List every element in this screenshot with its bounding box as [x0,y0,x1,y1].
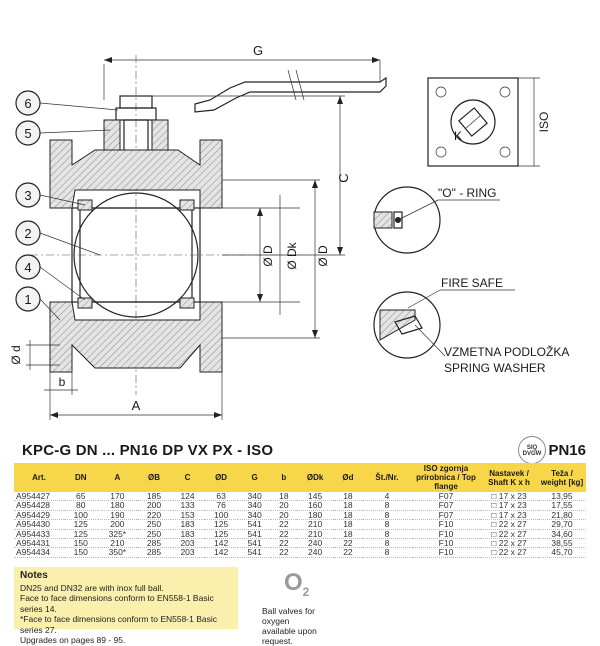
note-line: Face to face dimensions conform to EN558… [20,593,214,614]
callout-4: 4 [15,254,86,301]
oxygen-note: O2 Ball valves for oxygen available upon… [262,569,342,646]
dim-d-label: Ø D [316,245,330,267]
table-title-row: KPC-G DN ... PN16 DP VX PX - ISO SIQ DVG… [14,436,586,464]
spring-washer-label-2: SPRING WASHER [444,361,546,375]
notes-box: Notes DN25 and DN32 are with inox full b… [14,567,238,645]
iso-flange-detail: K ISO [427,77,551,167]
svg-text:1: 1 [24,292,31,307]
pressure-class-label: PN16 [548,442,586,459]
spec-table: Art. DN A ØB C ØD G b ØDk Ød Št./Nr. ISO… [14,463,586,558]
col-dk: ØDk [296,463,334,492]
technical-drawing: G 6 5 3 [9,43,569,420]
col-iso: ISO zgornja prirobnica / Top flange [412,463,480,492]
note-line: Upgrades on pages 89 - 95. [20,635,126,645]
oxygen-text: Ball valves for oxygen available upon re… [262,605,317,646]
col-count: Št./Nr. [361,463,412,492]
oring-label: "O" - RING [438,186,497,200]
dimension-g: G [103,43,381,100]
dimension-c: C [150,95,351,256]
dim-iso-label: ISO [537,112,551,133]
callout-6: 6 [15,90,119,116]
col-a: A [97,463,138,492]
dim-d-inner-label: Ø D [261,245,275,267]
svg-text:4: 4 [24,260,31,275]
dim-small-d-label: Ø d [9,345,23,364]
col-b: b [271,463,297,492]
dim-g-label: G [253,43,263,58]
table-header-row: Art. DN A ØB C ØD G b ØDk Ød Št./Nr. ISO… [14,463,586,492]
col-shaft: Nastavek / Shaft K x h [480,463,538,492]
dim-b-label: b [59,375,66,389]
firesafe-detail: FIRE SAFE VZMETNA PODLOŽKA SPRING WASHER [373,276,569,375]
col-dn: DN [64,463,98,492]
col-art: Art. [14,463,64,492]
oring-detail: "O" - RING [373,186,500,254]
dim-k-label: K [454,129,462,143]
notes-title: Notes [20,570,48,581]
col-g: G [237,463,272,492]
firesafe-label: FIRE SAFE [441,276,503,290]
dimension-b: b [44,372,78,395]
dimension-small-d: Ø d [9,340,60,370]
oxygen-icon: O2 [284,569,310,599]
col-weight: Teža / weight [kg] [538,463,586,492]
dimension-diameters: Ø D Ø Dk Ø D [222,179,330,339]
dimension-a: A [49,372,223,420]
col-d-small: Ød [333,463,362,492]
valve-body [30,139,300,373]
svg-text:2: 2 [24,226,31,241]
callout-5: 5 [15,120,111,146]
callout-1: 1 [15,286,61,321]
col-c: C [170,463,205,492]
note-line: DN25 and DN32 are with inox full ball. [20,582,164,593]
dim-dk-label: Ø Dk [285,241,299,269]
col-b-dia: ØB [137,463,171,492]
dim-c-label: C [336,173,351,182]
product-title: KPC-G DN ... PN16 DP VX PX - ISO [22,442,274,459]
svg-text:6: 6 [24,96,31,111]
note-line: *Face to face dimensions conform to EN55… [20,614,218,635]
callout-2: 2 [15,220,101,256]
callout-3: 3 [15,182,86,208]
svg-text:5: 5 [24,126,31,141]
certification-badge-icon: SIQ DVGW [518,436,546,464]
dim-a-label: A [132,398,141,413]
col-d-dia: ØD [204,463,238,492]
svg-text:3: 3 [24,188,31,203]
spring-washer-label-1: VZMETNA PODLOŽKA [444,344,569,359]
